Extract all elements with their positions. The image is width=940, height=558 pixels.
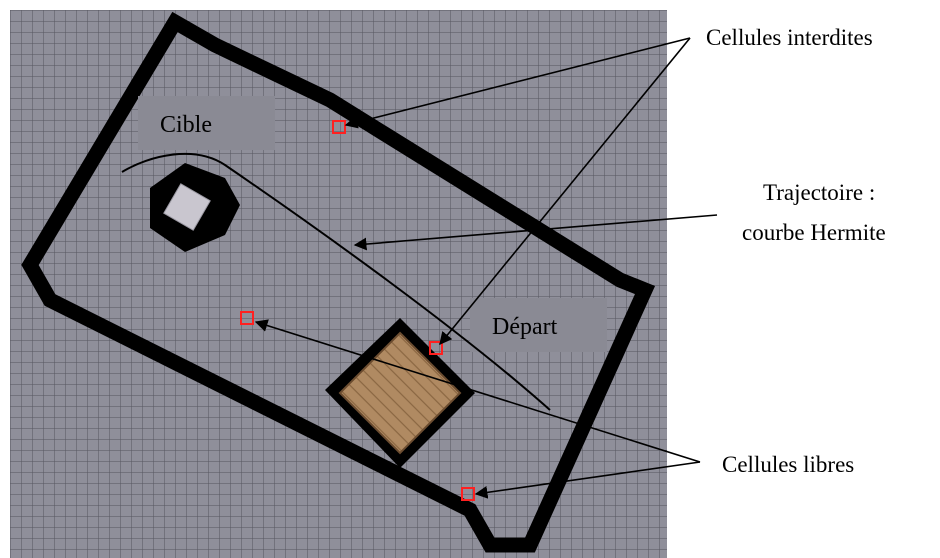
arrow-free-1: [254, 319, 701, 463]
forbidden-cell-marker-2: [429, 341, 443, 355]
forbidden-cells-annotation: Cellules interdites: [706, 25, 873, 50]
start-label-box: Départ: [470, 298, 607, 352]
start-label: Départ: [492, 314, 558, 340]
target-label: Cible: [160, 112, 212, 138]
target-object: [163, 183, 211, 231]
arrow-free-2: [474, 461, 701, 499]
outer-border-obstacles: [21, 11, 656, 553]
trajectory-annotation-line2: courbe Hermite: [742, 220, 886, 245]
start-object-crate: [338, 331, 462, 455]
arrow-trajectory: [353, 214, 718, 251]
trajectory-annotation-line1: Trajectoire :: [763, 180, 875, 205]
hermite-trajectory: [121, 152, 551, 411]
free-cells-annotation: Cellules libres: [722, 452, 854, 477]
target-label-box: Cible: [138, 96, 275, 150]
free-cell-marker-2: [461, 487, 475, 501]
free-cell-marker-1: [240, 311, 254, 325]
arrow-forbidden-1: [344, 37, 691, 129]
arrow-forbidden-2: [439, 37, 691, 345]
annotation-arrows: [254, 37, 718, 499]
